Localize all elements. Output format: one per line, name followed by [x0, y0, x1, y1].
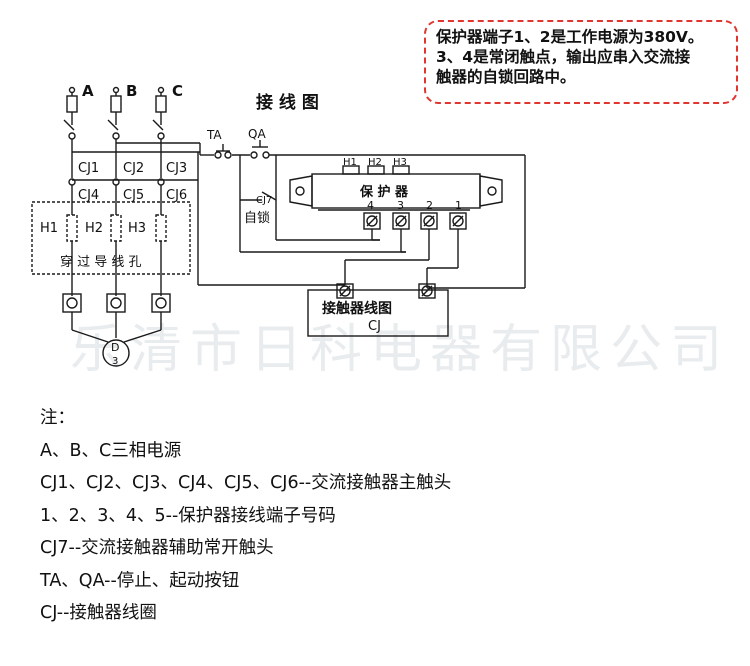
protector-terminal-h3: H3 — [393, 157, 407, 168]
legend-item: CJ1、CJ2、CJ3、CJ4、CJ5、CJ6--交流接触器主触头 — [40, 473, 452, 493]
protector-terminal-3 — [392, 212, 410, 230]
aux-contact-text: 自锁 — [244, 210, 270, 226]
motor-label: D — [111, 341, 119, 354]
legend-item: 1、2、3、4、5--保护器接线端子号码 — [40, 505, 336, 526]
motor-symbol — [102, 339, 130, 367]
phase-c-line — [152, 86, 167, 296]
aux-contact-label: CJ7 — [256, 195, 272, 206]
terminal-block-c — [151, 293, 171, 313]
protector-label: 保 护 器 — [359, 184, 409, 200]
terminal-number-3: 3 — [397, 199, 404, 212]
phase-label-b: B — [126, 82, 137, 100]
stop-button-label: TA — [206, 128, 222, 142]
contact-cj4: CJ4 — [78, 188, 99, 203]
pass-through-label: 穿 过 导 线 孔 — [60, 254, 142, 270]
contact-cj6: CJ6 — [166, 188, 187, 203]
callout-line: 3、4是常闭触点，输出应串入交流接 — [436, 48, 691, 66]
coil-terminal-left — [336, 283, 354, 299]
legend-item: CJ--接触器线圈 — [40, 603, 157, 623]
wiring-diagram: 接 线 图 — [31, 82, 526, 367]
phase-b-line — [107, 86, 122, 296]
contact-cj2: CJ2 — [123, 161, 144, 176]
terminal-block-b — [106, 293, 126, 313]
contactor-coil — [307, 289, 449, 337]
terminal-number-2: 2 — [426, 199, 433, 212]
contact-cj3: CJ3 — [166, 161, 187, 176]
legend-heading: 注： — [40, 408, 75, 428]
contact-cj1: CJ1 — [78, 161, 99, 176]
sensor-h2: H2 — [85, 221, 103, 236]
legend-item: TA、QA--停止、起动按钮 — [40, 570, 240, 591]
phase-label-c: C — [172, 82, 183, 100]
coil-terminal-right — [418, 283, 436, 299]
callout-note: 保护器端子1、2是工作电源为380V。 3、4是常闭触点，输出应串入交流接 触器… — [424, 20, 738, 104]
phase-a-line — [63, 86, 78, 296]
protector-terminal-4 — [363, 212, 381, 230]
coil-label: 接触器线图 — [322, 300, 392, 317]
terminal-block-a — [62, 293, 82, 313]
callout-line: 触器的自锁回路中。 — [436, 68, 576, 86]
sensor-h1: H1 — [40, 221, 58, 236]
terminal-number-4: 4 — [367, 199, 374, 212]
protector-terminal-h2: H2 — [368, 157, 382, 168]
motor-sub-label: 3 — [112, 356, 118, 367]
sensor-h3: H3 — [128, 221, 146, 236]
protector-terminal-h1: H1 — [343, 157, 357, 168]
protector-terminal-2 — [420, 212, 438, 230]
callout-line: 保护器端子1、2是工作电源为380V。 — [436, 28, 704, 46]
legend-notes: 注： A、B、C三相电源 CJ1、CJ2、CJ3、CJ4、CJ5、CJ6--交流… — [40, 402, 451, 630]
protector-terminal-1 — [449, 212, 467, 230]
start-button-label: QA — [248, 127, 266, 141]
legend-item: A、B、C三相电源 — [40, 440, 182, 461]
legend-item: CJ7--交流接触器辅助常开触头 — [40, 538, 274, 558]
contact-cj5: CJ5 — [123, 188, 144, 203]
diagram-title: 接 线 图 — [256, 92, 319, 113]
terminal-number-1: 1 — [455, 199, 462, 212]
coil-name: CJ — [368, 319, 381, 334]
phase-label-a: A — [82, 82, 94, 100]
watermark: 乐清市日科电器有限公司 — [70, 320, 731, 380]
